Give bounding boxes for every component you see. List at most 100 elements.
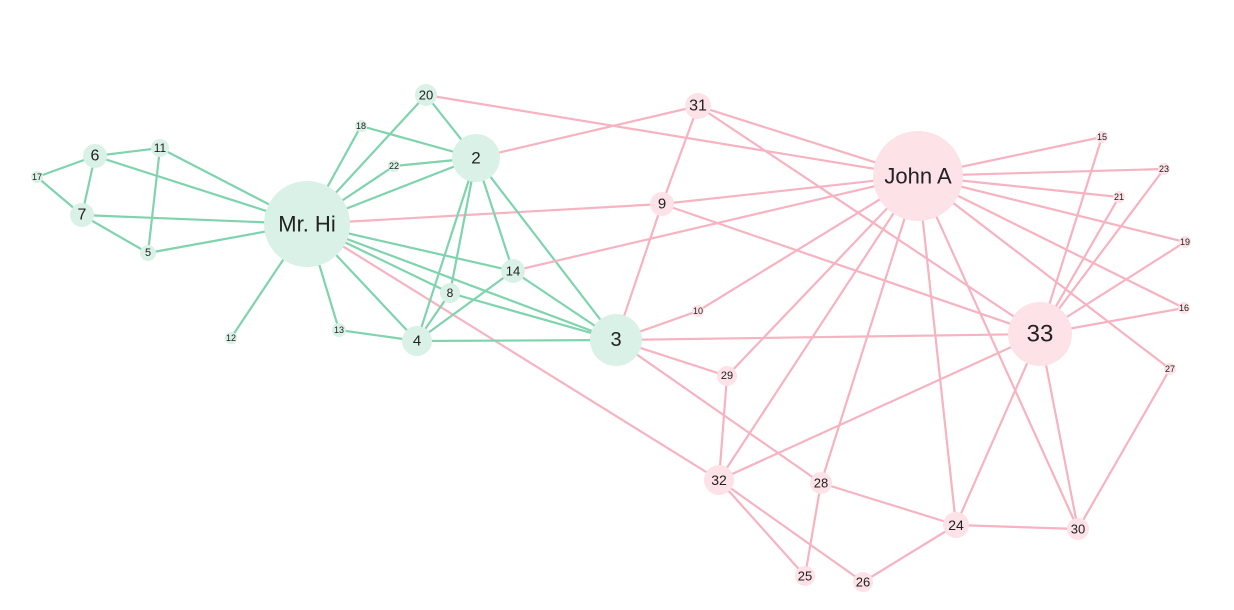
node-n21[interactable]: 21 <box>1113 191 1125 203</box>
edge-mrhi-n32 <box>305 222 721 482</box>
node-label: 2 <box>471 149 480 168</box>
node-circle[interactable] <box>151 139 169 157</box>
node-circle[interactable] <box>402 326 432 356</box>
node-circle[interactable] <box>873 131 963 221</box>
node-n17[interactable]: 17 <box>31 171 43 183</box>
node-circle[interactable] <box>225 332 237 344</box>
node-johna[interactable]: John A <box>873 131 963 221</box>
node-label: 11 <box>154 141 167 155</box>
node-n25[interactable]: 25 <box>795 566 815 586</box>
node-circle[interactable] <box>1178 302 1190 314</box>
edge-n20-johna <box>424 93 920 178</box>
edge-n27-johna <box>916 174 1172 371</box>
node-n8[interactable]: 8 <box>440 283 460 303</box>
edge-n15-n33 <box>1038 135 1104 336</box>
node-n26[interactable]: 26 <box>853 572 873 592</box>
node-n27[interactable]: 27 <box>1164 363 1176 375</box>
node-n20[interactable]: 20 <box>415 84 437 106</box>
node-mrhi[interactable]: Mr. Hi <box>264 181 350 267</box>
edge-n25-n32 <box>717 478 807 578</box>
node-n6[interactable]: 6 <box>83 144 107 168</box>
node-n23[interactable]: 23 <box>1158 163 1170 175</box>
node-circle[interactable] <box>1067 518 1089 540</box>
node-label: 7 <box>78 207 87 224</box>
node-n24[interactable]: 24 <box>943 512 969 538</box>
node-circle[interactable] <box>264 181 350 267</box>
node-circle[interactable] <box>1164 363 1176 375</box>
node-label: 5 <box>145 247 151 259</box>
node-label: 28 <box>814 476 828 491</box>
node-n18[interactable]: 18 <box>355 120 367 132</box>
node-label: 23 <box>1159 164 1169 174</box>
node-n31[interactable]: 31 <box>685 93 711 119</box>
node-label: 32 <box>711 472 727 488</box>
node-n3[interactable]: 3 <box>590 314 642 366</box>
node-circle[interactable] <box>388 160 400 172</box>
node-circle[interactable] <box>685 93 711 119</box>
node-circle[interactable] <box>704 465 734 495</box>
node-n2[interactable]: 2 <box>452 134 500 182</box>
node-circle[interactable] <box>943 512 969 538</box>
node-circle[interactable] <box>795 566 815 586</box>
node-circle[interactable] <box>717 366 737 386</box>
edge-n27-n30 <box>1076 367 1172 531</box>
node-n19[interactable]: 19 <box>1179 236 1191 248</box>
node-circle[interactable] <box>1113 191 1125 203</box>
node-n15[interactable]: 15 <box>1096 131 1108 143</box>
node-circle[interactable] <box>31 171 43 183</box>
node-n10[interactable]: 10 <box>692 305 704 317</box>
node-circle[interactable] <box>440 283 460 303</box>
node-circle[interactable] <box>810 472 832 494</box>
edge-n3-n8 <box>448 291 618 342</box>
edge-n24-n30 <box>954 523 1080 531</box>
node-circle[interactable] <box>692 305 704 317</box>
node-n29[interactable]: 29 <box>717 366 737 386</box>
node-circle[interactable] <box>853 572 873 592</box>
node-n16[interactable]: 16 <box>1178 302 1190 314</box>
edge-n29-n32 <box>717 374 729 482</box>
node-label: 17 <box>32 172 42 182</box>
node-n33[interactable]: 33 <box>1008 302 1072 366</box>
node-n14[interactable]: 14 <box>501 259 525 283</box>
node-label: 9 <box>658 196 666 213</box>
node-label: 14 <box>506 264 520 279</box>
node-n9[interactable]: 9 <box>650 192 674 216</box>
node-n12[interactable]: 12 <box>225 332 237 344</box>
node-n30[interactable]: 30 <box>1067 518 1089 540</box>
node-circle[interactable] <box>83 144 107 168</box>
node-circle[interactable] <box>1179 236 1191 248</box>
node-circle[interactable] <box>332 323 346 337</box>
edge-n9-n31 <box>660 104 700 206</box>
edge-mrhi-n3 <box>305 222 618 342</box>
node-n4[interactable]: 4 <box>402 326 432 356</box>
node-circle[interactable] <box>355 120 367 132</box>
edge-n24-n26 <box>861 523 958 584</box>
edge-n26-n32 <box>717 478 865 584</box>
edge-n3-n33 <box>614 332 1042 342</box>
node-circle[interactable] <box>1158 163 1170 175</box>
node-circle[interactable] <box>70 203 94 227</box>
edge-n3-n4 <box>415 338 618 343</box>
node-n22[interactable]: 22 <box>388 160 400 172</box>
edge-n28-n24 <box>819 481 958 527</box>
edge-n19-johna <box>916 174 1187 244</box>
node-n7[interactable]: 7 <box>70 203 94 227</box>
node-circle[interactable] <box>140 245 156 261</box>
edge-n28-johna <box>819 174 920 485</box>
node-circle[interactable] <box>590 314 642 366</box>
node-n28[interactable]: 28 <box>810 472 832 494</box>
node-circle[interactable] <box>650 192 674 216</box>
node-circle[interactable] <box>1008 302 1072 366</box>
node-n5[interactable]: 5 <box>140 245 156 261</box>
edge-n32-n33 <box>717 332 1042 482</box>
node-circle[interactable] <box>501 259 525 283</box>
node-n32[interactable]: 32 <box>704 465 734 495</box>
node-n11[interactable]: 11 <box>151 139 169 157</box>
node-label: Mr. Hi <box>278 212 335 237</box>
node-circle[interactable] <box>452 134 500 182</box>
edge-n4-n14 <box>415 269 515 343</box>
edge-n32-johna <box>717 174 920 482</box>
node-circle[interactable] <box>415 84 437 106</box>
node-n13[interactable]: 13 <box>332 323 346 337</box>
node-circle[interactable] <box>1096 131 1108 143</box>
